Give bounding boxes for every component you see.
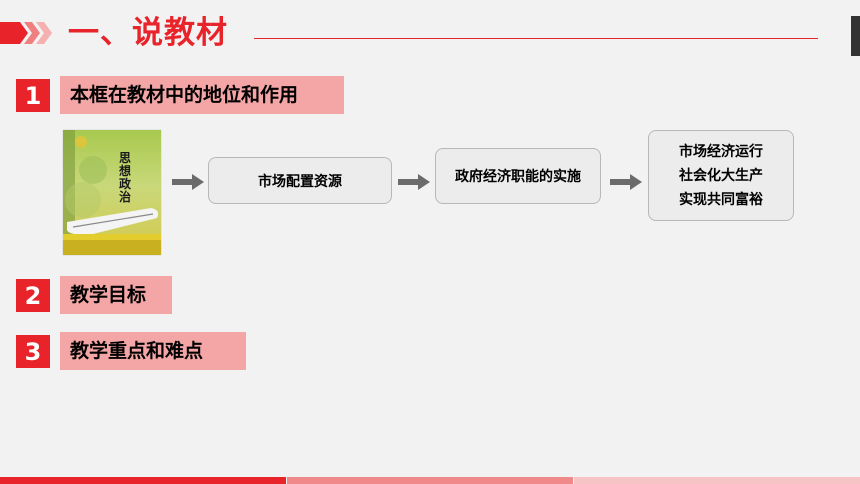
section-number-3: 3 (16, 335, 50, 368)
chevrons-icon (0, 22, 52, 44)
page-title: 一、说教材 (68, 15, 228, 51)
outcome-line-2: 社会化大生产 (679, 167, 763, 184)
arrow-right-icon (398, 174, 430, 190)
textbook-cover-image: 思想政治 (63, 130, 161, 255)
section-label-2[interactable]: 教学目标 (60, 276, 172, 314)
section-label-3[interactable]: 教学重点和难点 (60, 332, 246, 370)
corner-decoration (851, 16, 860, 56)
section-label-1[interactable]: 本框在教材中的地位和作用 (60, 76, 344, 114)
flow-box-outcomes[interactable]: 市场经济运行 社会化大生产 实现共同富裕 (648, 130, 794, 221)
section-number-1: 1 (16, 79, 50, 112)
outcome-line-3: 实现共同富裕 (679, 191, 763, 208)
footer-bar-right (574, 477, 860, 484)
flow-box-government-function[interactable]: 政府经济职能的实施 (435, 148, 601, 204)
arrow-right-icon (610, 174, 642, 190)
book-title: 思想政治 (119, 151, 132, 204)
arrow-right-icon (172, 174, 204, 190)
footer-bar-left (0, 477, 286, 484)
outcome-line-1: 市场经济运行 (679, 143, 763, 160)
footer-bar-middle (287, 477, 573, 484)
flow-box-market-allocation[interactable]: 市场配置资源 (208, 157, 392, 204)
section-number-2: 2 (16, 279, 50, 312)
title-divider (254, 38, 818, 39)
